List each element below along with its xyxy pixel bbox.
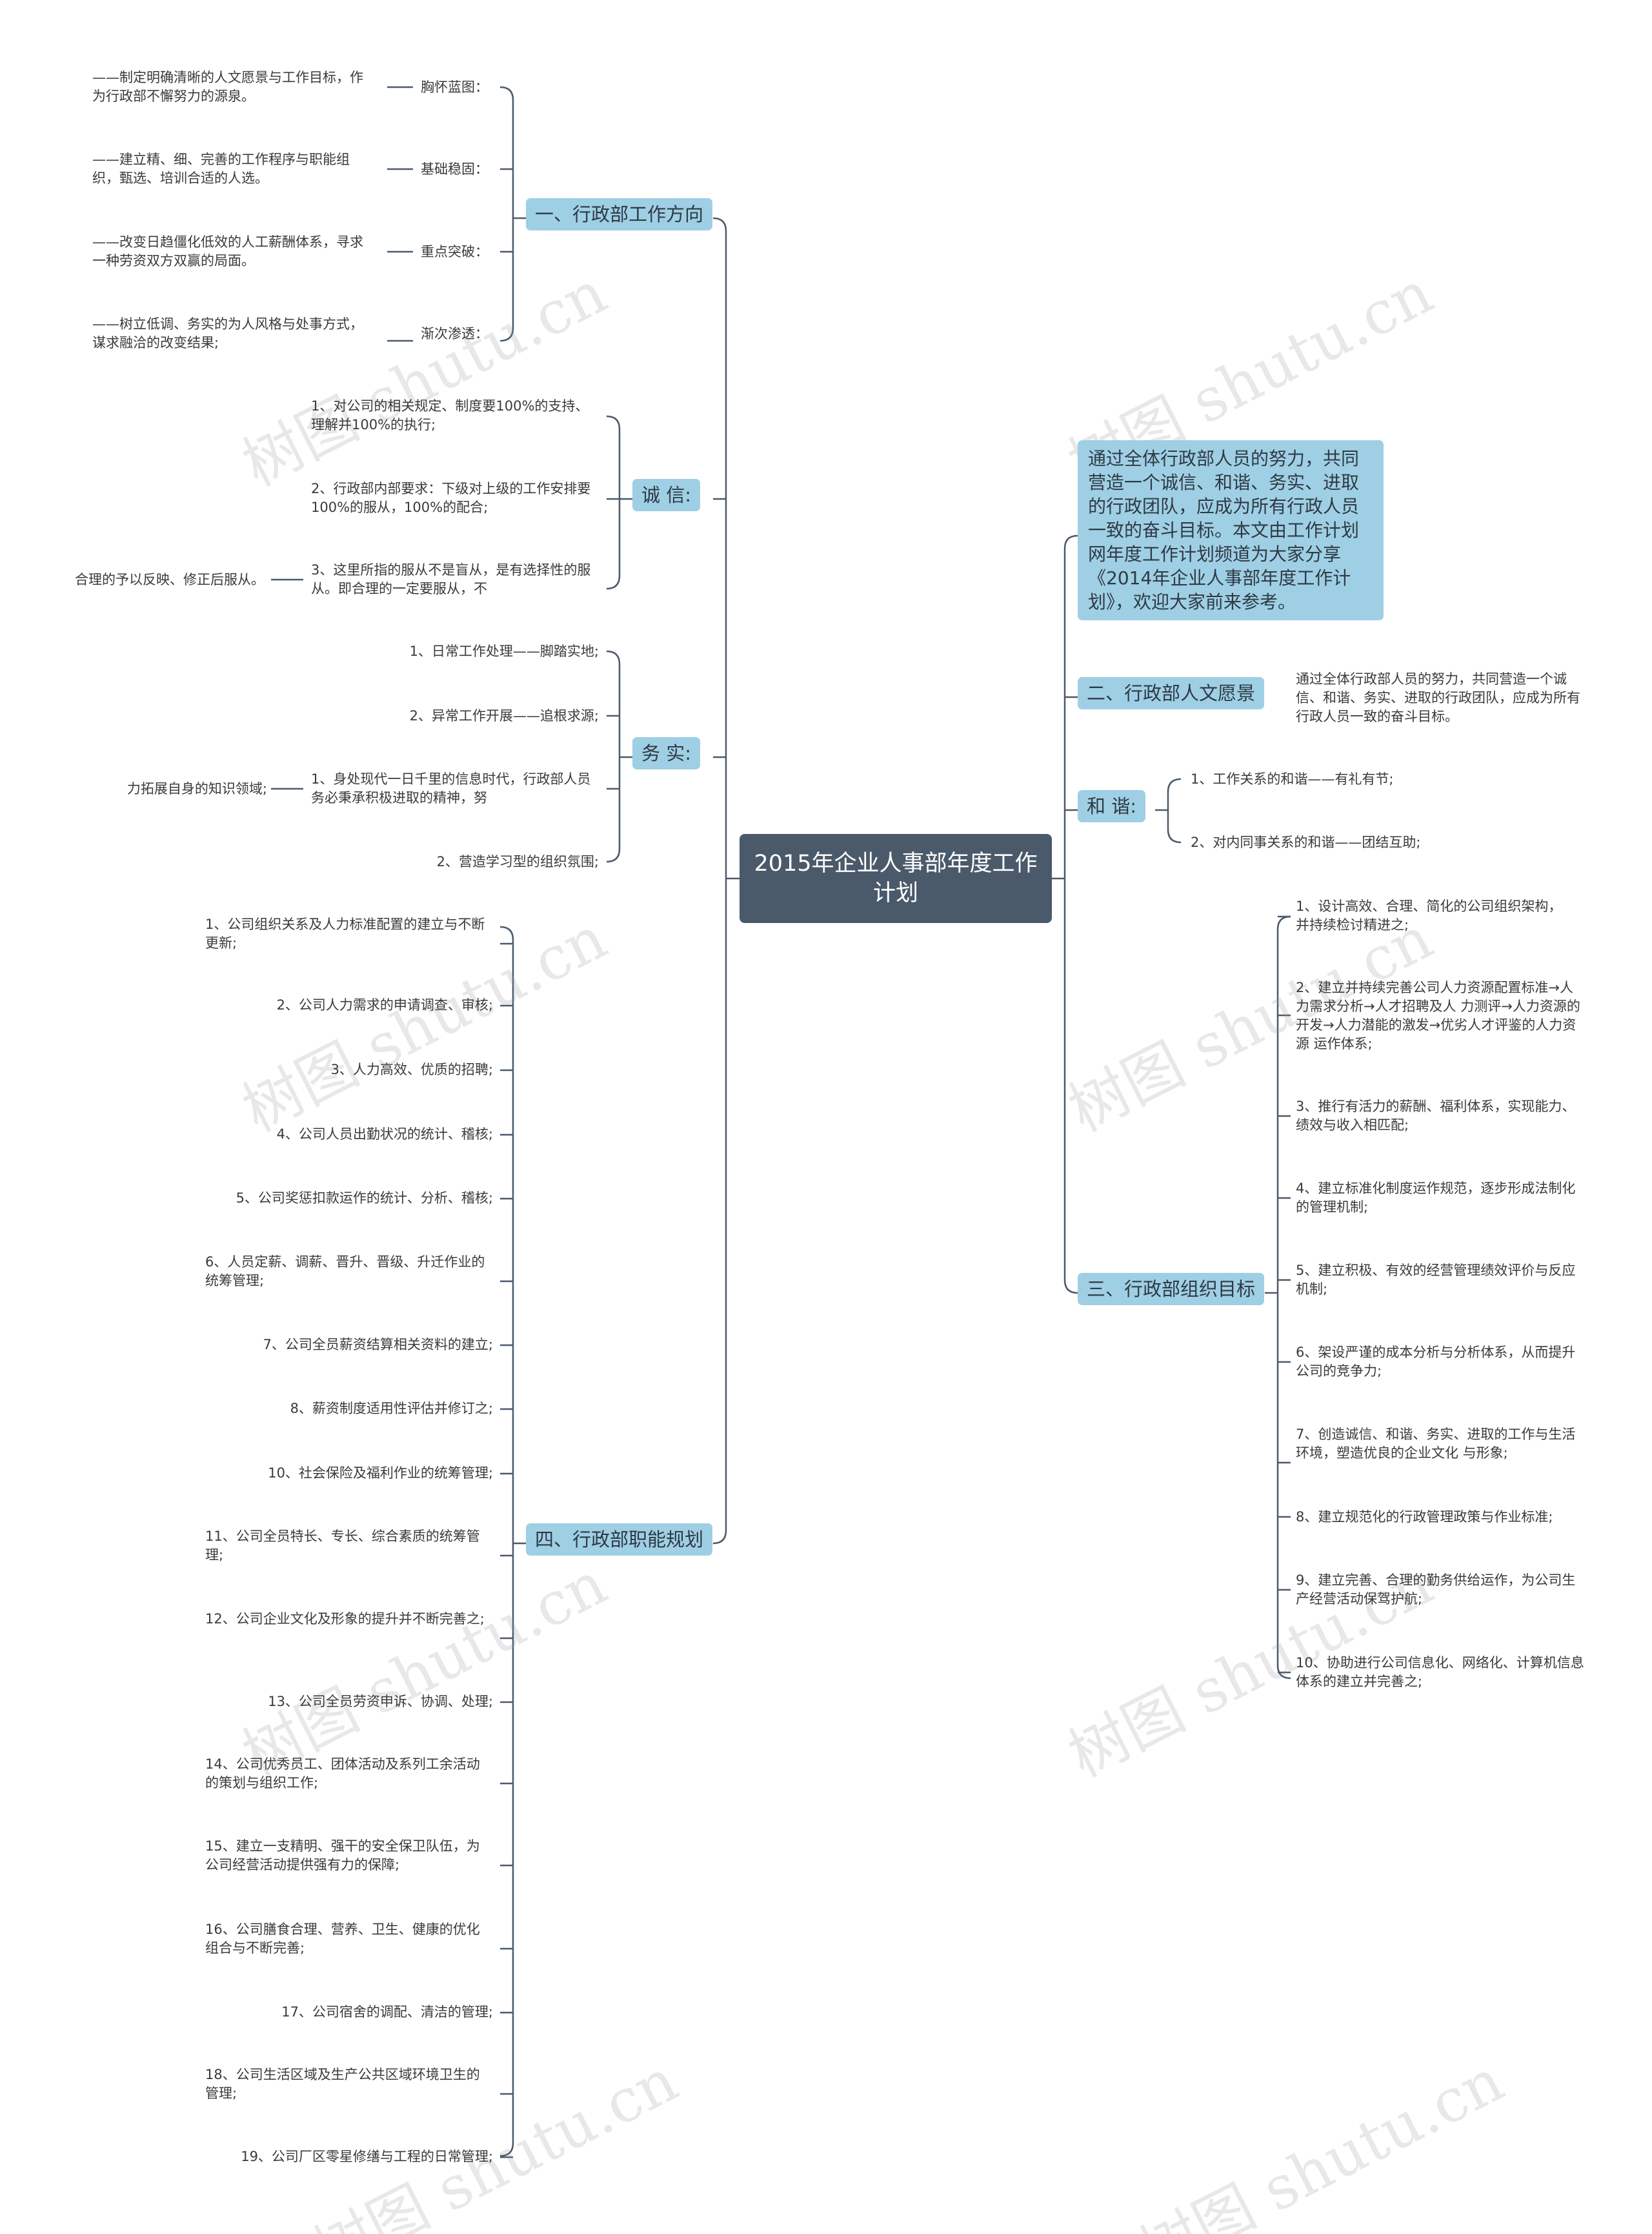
branch-integrity[interactable]: 诚 信: — [632, 479, 700, 511]
function-item: 11、公司全员特长、专长、综合素质的统筹管理; — [205, 1528, 480, 1563]
function-item: 19、公司厂区零星修缮与工程的日常管理; — [241, 2149, 493, 2164]
branch-practical[interactable]: 务 实: — [632, 737, 700, 769]
integrity-item: 3、这里所指的服从不是盲从，是有选择性的服从。即合理的一定要服从，不 — [311, 562, 591, 596]
function-item: 18、公司生活区域及生产公共区域环境卫生的管理; — [205, 2067, 480, 2101]
branch-functions[interactable]: 四、行政部职能规划 — [526, 1523, 713, 1556]
direction-text: ——建立精、细、完善的工作程序与职能组织，甄选、培训合适的人选。 — [92, 152, 350, 186]
direction-text: ——制定明确清晰的人文愿景与工作目标，作为行政部不懈努力的源泉。 — [92, 70, 363, 104]
intro-topic[interactable]: 通过全体行政部人员的努力，共同营造一个诚信、和谐、务实、进取的行政团队，应成为所… — [1078, 440, 1384, 620]
direction-label: 重点突破： — [421, 244, 489, 259]
goal-item: 2、建立并持续完善公司人力资源配置标准→人力需求分析→人才招聘及人 力测评→人力… — [1296, 980, 1580, 1051]
branch-vision[interactable]: 二、行政部人文愿景 — [1078, 677, 1265, 709]
function-item: 1、公司组织关系及人力标准配置的建立与不断更新; — [205, 917, 485, 951]
direction-label: 渐次渗透： — [421, 326, 489, 341]
practical-item: 2、异常工作开展——追根求源; — [409, 708, 599, 724]
function-item: 4、公司人员出勤状况的统计、稽核; — [276, 1126, 493, 1142]
goal-item: 6、架设严谨的成本分析与分析体系，从而提升公司的竞争力; — [1296, 1345, 1576, 1379]
function-item: 3、人力高效、优质的招聘; — [330, 1062, 493, 1077]
function-item: 17、公司宿舍的调配、清洁的管理; — [281, 2004, 493, 2020]
goal-item: 5、建立积极、有效的经营管理绩效评价与反应机制; — [1296, 1263, 1576, 1297]
function-item: 15、建立一支精明、强干的安全保卫队伍，为公司经营活动提供强有力的保障; — [205, 1838, 480, 1873]
direction-text: ——树立低调、务实的为人风格与处事方式，谋求融洽的改变结果; — [92, 316, 363, 350]
integrity-subitem: 合理的予以反映、修正后服从。 — [75, 572, 265, 587]
direction-label: 基础稳固： — [421, 161, 489, 177]
harmony-item: 1、工作关系的和谐——有礼有节; — [1191, 771, 1394, 787]
branch-harmony[interactable]: 和 谐: — [1078, 790, 1145, 822]
branch-goals[interactable]: 三、行政部组织目标 — [1078, 1273, 1265, 1305]
goal-item: 10、协助进行公司信息化、网络化、计算机信息体系的建立并完善之; — [1296, 1655, 1584, 1689]
practical-item: 1、身处现代一日千里的信息时代，行政部人员务必秉承积极进取的精神，努 — [311, 771, 591, 806]
practical-subitem: 力拓展自身的知识领域; — [126, 781, 267, 797]
practical-item: 1、日常工作处理——脚踏实地; — [409, 644, 599, 659]
function-item: 7、公司全员薪资结算相关资料的建立; — [263, 1337, 493, 1352]
goal-item: 7、创造诚信、和谐、务实、进取的工作与生活环境，塑造优良的企业文化 与形象; — [1296, 1427, 1576, 1461]
function-item: 14、公司优秀员工、团体活动及系列工余活动的策划与组织工作; — [205, 1756, 480, 1791]
function-item: 8、薪资制度适用性评估并修订之; — [290, 1401, 493, 1416]
goal-item: 4、建立标准化制度运作规范，逐步形成法制化的管理机制; — [1296, 1181, 1576, 1215]
direction-label: 胸怀蓝图： — [421, 79, 489, 95]
integrity-item: 1、对公司的相关规定、制度要100%的支持、理解并100%的执行; — [311, 398, 589, 432]
function-item: 10、社会保险及福利作业的统筹管理; — [268, 1465, 493, 1481]
goal-item: 9、建立完善、合理的勤务供给运作，为公司生产经营活动保驾护航; — [1296, 1572, 1576, 1607]
function-item: 5、公司奖惩扣款运作的统计、分析、稽核; — [236, 1190, 493, 1206]
function-item: 2、公司人力需求的申请调查、审核; — [276, 997, 493, 1013]
harmony-item: 2、对内同事关系的和谐——团结互助; — [1191, 835, 1421, 850]
function-item: 6、人员定薪、调薪、晋升、晋级、升迁作业的统筹管理; — [205, 1254, 485, 1288]
vision-text: 通过全体行政部人员的努力，共同营造一个诚信、和谐、务实、进取的行政团队，应成为所… — [1296, 671, 1580, 724]
function-item: 12、公司企业文化及形象的提升并不断完善之; — [205, 1611, 485, 1627]
practical-item: 2、营造学习型的组织氛围; — [436, 854, 599, 869]
integrity-item: 2、行政部内部要求：下级对上级的工作安排要100%的服从，100%的配合; — [311, 481, 591, 515]
goal-item: 8、建立规范化的行政管理政策与作业标准; — [1296, 1509, 1553, 1525]
function-item: 16、公司膳食合理、营养、卫生、健康的优化组合与不断完善; — [205, 1922, 480, 1956]
goal-item: 3、推行有活力的薪酬、福利体系，实现能力、绩效与收入相匹配; — [1296, 1099, 1576, 1133]
branch-direction[interactable]: 一、行政部工作方向 — [526, 198, 713, 230]
function-item: 13、公司全员劳资申诉、协调、处理; — [268, 1694, 493, 1709]
root-topic[interactable]: 2015年企业人事部年度工作计划 — [740, 834, 1052, 923]
direction-text: ——改变日趋僵化低效的人工薪酬体系，寻求一种劳资双方双赢的局面。 — [92, 234, 363, 269]
goal-item: 1、设计高效、合理、简化的公司组织架构，并持续检讨精进之; — [1296, 899, 1562, 933]
